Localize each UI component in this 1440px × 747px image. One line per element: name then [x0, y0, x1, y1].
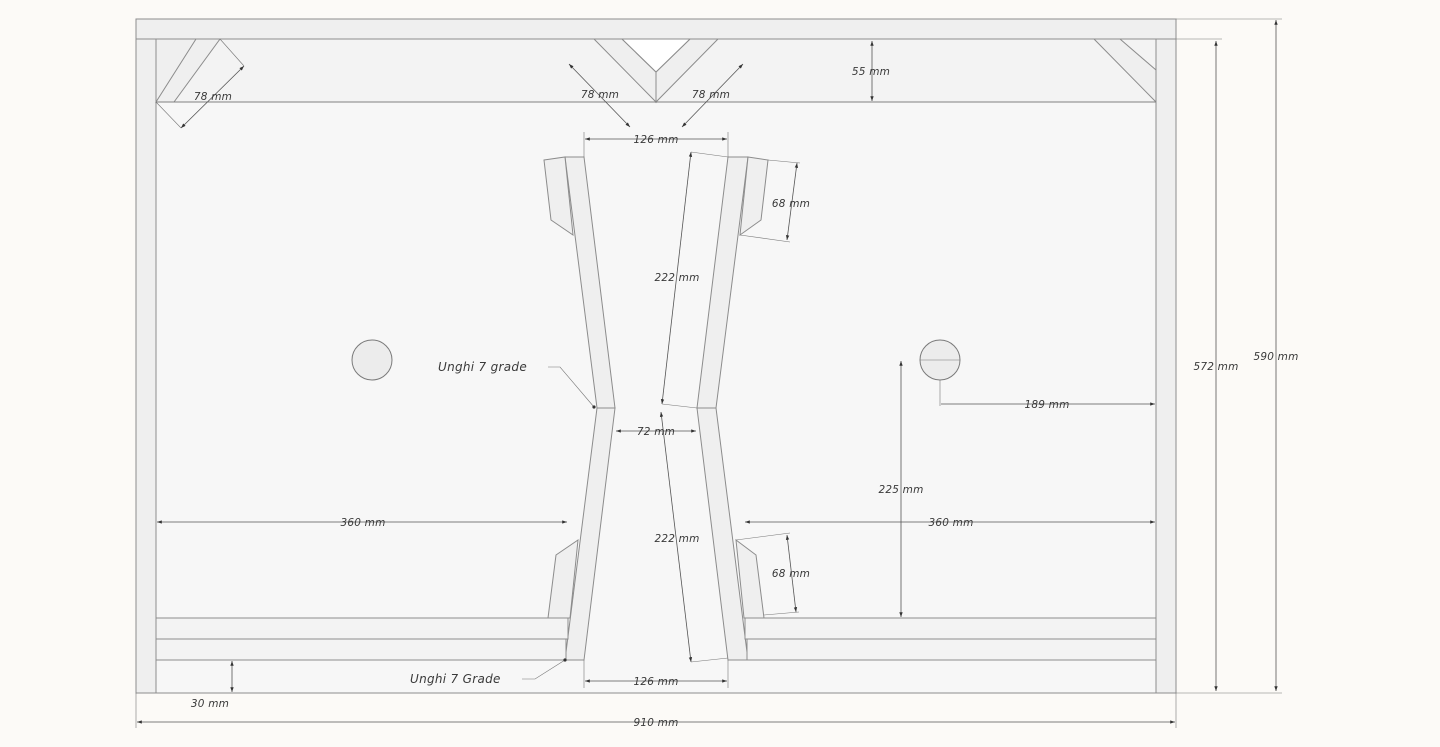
- dim-flare-top-depth: 68 mm: [772, 198, 810, 210]
- flare-left-top: [543, 156, 574, 237]
- note-angle-lower: Unghi 7 Grade: [410, 672, 501, 686]
- dim-top-rail-height: 55 mm: [852, 66, 890, 78]
- left-panel: [135, 38, 157, 694]
- dim-horn-lower-length: 222 mm: [654, 533, 699, 545]
- dim-hole-right-offset: 189 mm: [1024, 399, 1069, 411]
- dim-throat-bottom-width: 126 mm: [633, 676, 678, 688]
- dim-top-brace-center-left: 78 mm: [581, 89, 619, 101]
- dim-hole-height: 225 mm: [878, 484, 923, 496]
- dim-total-height: 590 mm: [1253, 351, 1298, 363]
- shelf-right-upper: [744, 617, 1157, 640]
- port-hole-left: [351, 339, 393, 381]
- dim-chamber-left-width: 360 mm: [340, 517, 385, 529]
- dim-top-brace-left: 78 mm: [194, 91, 232, 103]
- dim-chamber-right-width: 360 mm: [928, 517, 973, 529]
- dim-inner-height: 572 mm: [1193, 361, 1238, 373]
- note-angle-upper: Unghi 7 grade: [438, 360, 527, 374]
- dim-throat-min-width: 72 mm: [637, 426, 675, 438]
- dim-horn-upper-length: 222 mm: [654, 272, 699, 284]
- shelf-left-lower: [155, 638, 567, 661]
- dim-bottom-rail-height: 30 mm: [191, 698, 229, 710]
- dim-throat-top-width: 126 mm: [633, 134, 678, 146]
- right-panel: [1155, 38, 1177, 694]
- dim-flare-bottom-depth: 68 mm: [772, 568, 810, 580]
- top-panel: [135, 18, 1177, 40]
- brace-top-right: [1092, 38, 1157, 104]
- shelf-left-upper: [155, 617, 569, 640]
- shelf-right-lower: [746, 638, 1157, 661]
- flare-right-top: [739, 156, 769, 237]
- brace-center-gap: [620, 38, 692, 73]
- cabinet-outline: [135, 18, 1177, 694]
- dim-total-width: 910 mm: [633, 717, 678, 729]
- dim-top-brace-center-right: 78 mm: [692, 89, 730, 101]
